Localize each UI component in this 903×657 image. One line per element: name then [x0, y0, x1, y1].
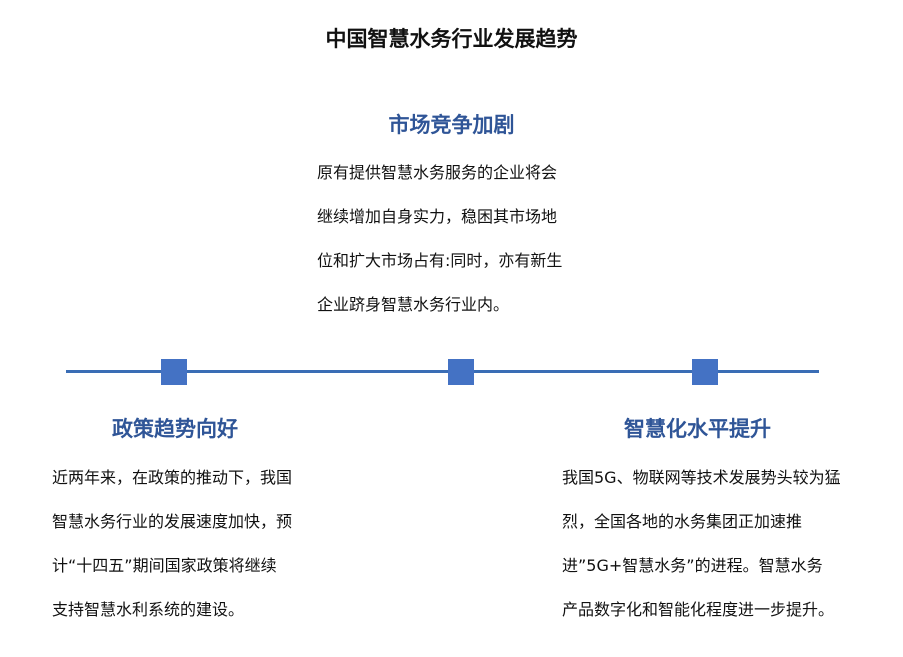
page-title: 中国智慧水务行业发展趋势: [325, 27, 578, 51]
timeline-node-middle: [448, 359, 474, 385]
body-line: 企业跻身智慧水务行业内。: [317, 295, 510, 314]
heading-policy-trend: 政策趋势向好: [112, 417, 238, 441]
heading-market-competition: 市场竞争加剧: [388, 113, 515, 137]
body-market-competition: 原有提供智慧水务服务的企业将会 继续增加自身实力，稳困其市场地 位和扩大市场占有…: [317, 162, 562, 338]
body-line: 继续增加自身实力，稳困其市场地: [317, 207, 558, 226]
body-line: 产品数字化和智能化程度进一步提升。: [562, 600, 835, 619]
body-smart-level: 我国5G、物联网等技术发展势头较为猛 烈，全国各地的水务集团正加速推 进”5G+…: [562, 467, 841, 643]
body-line: 支持智慧水利系统的建设。: [52, 600, 245, 619]
timeline-node-left: [161, 359, 187, 385]
body-line: 我国5G、物联网等技术发展势头较为猛: [562, 468, 841, 487]
body-line: 原有提供智慧水务服务的企业将会: [317, 163, 558, 182]
body-line: 计“十四五”期间国家政策将继续: [52, 556, 277, 575]
timeline-node-right: [692, 359, 718, 385]
body-line: 近两年来，在政策的推动下，我国: [52, 468, 293, 487]
body-line: 位和扩大市场占有:同时，亦有新生: [317, 251, 563, 270]
body-line: 进”5G+智慧水务”的进程。智慧水务: [562, 556, 823, 575]
body-line: 智慧水务行业的发展速度加快，预: [52, 512, 293, 531]
body-policy-trend: 近两年来，在政策的推动下，我国 智慧水务行业的发展速度加快，预 计“十四五”期间…: [52, 467, 292, 643]
body-line: 烈，全国各地的水务集团正加速推: [562, 512, 803, 531]
heading-smart-level: 智慧化水平提升: [624, 417, 771, 441]
timeline-line: [66, 370, 819, 373]
